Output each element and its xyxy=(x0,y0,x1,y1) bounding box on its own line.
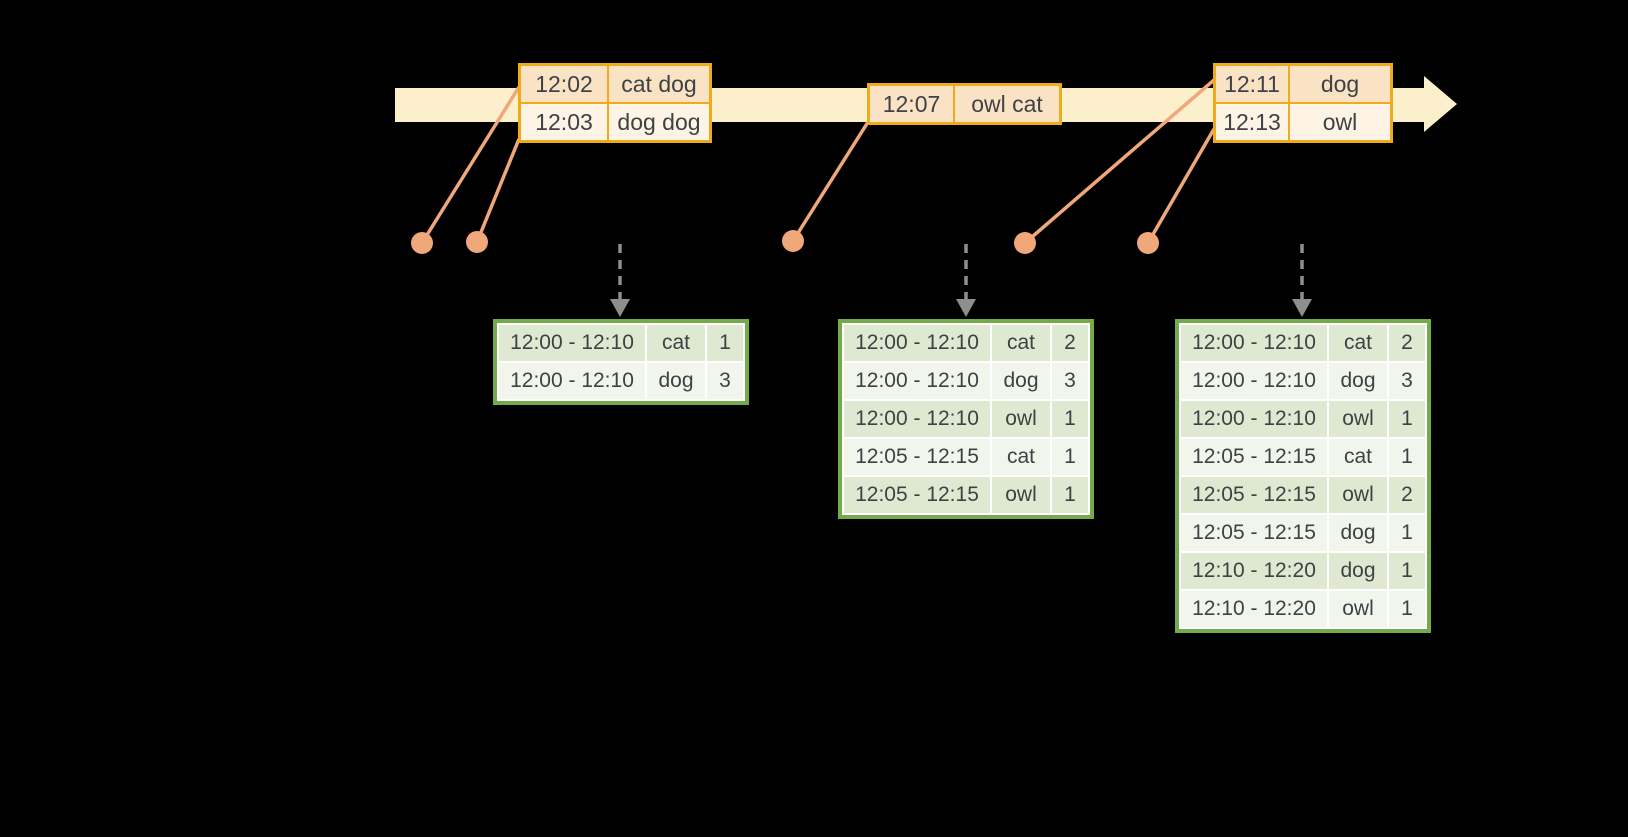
word-cell: dog xyxy=(1329,515,1387,551)
event-dot xyxy=(466,231,488,253)
event-table-batch-1: 12:02 cat dog 12:03 dog dog xyxy=(518,63,712,143)
result-table-1: 12:00 - 12:10 cat 1 12:00 - 12:10 dog 3 xyxy=(493,319,749,405)
window-cell: 12:10 - 12:20 xyxy=(1181,553,1327,589)
event-time-cell: 12:07 xyxy=(870,86,953,122)
event-dots xyxy=(411,230,1159,254)
trigger-arrowhead-icon xyxy=(1292,299,1312,317)
count-cell: 2 xyxy=(1052,325,1088,361)
window-cell: 12:05 - 12:15 xyxy=(1181,515,1327,551)
count-cell: 3 xyxy=(1052,363,1088,399)
event-table-batch-2: 12:07 owl cat xyxy=(867,83,1062,125)
count-cell: 2 xyxy=(1389,325,1425,361)
word-cell: cat xyxy=(992,439,1050,475)
event-connector-line xyxy=(1146,128,1216,244)
count-cell: 3 xyxy=(1389,363,1425,399)
event-time-cell: 12:11 xyxy=(1216,66,1288,102)
count-cell: 1 xyxy=(1389,515,1425,551)
window-cell: 12:05 - 12:15 xyxy=(1181,477,1327,513)
word-cell: owl xyxy=(1329,401,1387,437)
result-table-3: 12:00 - 12:10 cat 2 12:00 - 12:10 dog 3 … xyxy=(1175,319,1431,633)
count-cell: 1 xyxy=(1052,477,1088,513)
event-dot xyxy=(782,230,804,252)
event-connector-lines xyxy=(420,78,1216,245)
window-cell: 12:10 - 12:20 xyxy=(1181,591,1327,627)
count-cell: 1 xyxy=(1389,439,1425,475)
event-table-batch-3: 12:11 dog 12:13 owl xyxy=(1213,63,1393,143)
event-connector-line xyxy=(420,86,521,244)
window-cell: 12:05 - 12:15 xyxy=(844,477,990,513)
window-cell: 12:00 - 12:10 xyxy=(499,363,645,399)
event-dot xyxy=(411,232,433,254)
count-cell: 1 xyxy=(1389,401,1425,437)
event-words-cell: dog dog xyxy=(609,104,709,140)
count-cell: 1 xyxy=(1389,591,1425,627)
window-cell: 12:00 - 12:10 xyxy=(1181,363,1327,399)
event-time-cell: 12:03 xyxy=(521,104,607,140)
word-cell: owl xyxy=(1329,477,1387,513)
event-connector-line xyxy=(475,138,521,243)
trigger-arrowhead-icon xyxy=(610,299,630,317)
count-cell: 1 xyxy=(1389,553,1425,589)
word-cell: dog xyxy=(1329,363,1387,399)
window-cell: 12:00 - 12:10 xyxy=(844,325,990,361)
window-cell: 12:00 - 12:10 xyxy=(499,325,645,361)
window-cell: 12:05 - 12:15 xyxy=(844,439,990,475)
event-words-cell: cat dog xyxy=(609,66,709,102)
word-cell: owl xyxy=(992,401,1050,437)
event-dot xyxy=(1137,232,1159,254)
word-cell: dog xyxy=(1329,553,1387,589)
window-cell: 12:00 - 12:10 xyxy=(844,401,990,437)
event-connector-line xyxy=(1023,78,1216,245)
word-cell: dog xyxy=(992,363,1050,399)
window-cell: 12:00 - 12:10 xyxy=(844,363,990,399)
event-words-cell: dog xyxy=(1290,66,1390,102)
window-cell: 12:05 - 12:15 xyxy=(1181,439,1327,475)
count-cell: 1 xyxy=(707,325,743,361)
count-cell: 1 xyxy=(1052,401,1088,437)
trigger-arrowhead-icon xyxy=(956,299,976,317)
timeline-arrowhead-icon xyxy=(1424,76,1457,132)
event-connector-line xyxy=(791,121,870,242)
result-table-2: 12:00 - 12:10 cat 2 12:00 - 12:10 dog 3 … xyxy=(838,319,1094,519)
event-words-cell: owl xyxy=(1290,104,1390,140)
word-cell: cat xyxy=(992,325,1050,361)
window-cell: 12:00 - 12:10 xyxy=(1181,401,1327,437)
word-cell: owl xyxy=(1329,591,1387,627)
event-time-cell: 12:02 xyxy=(521,66,607,102)
count-cell: 2 xyxy=(1389,477,1425,513)
word-cell: cat xyxy=(1329,325,1387,361)
count-cell: 3 xyxy=(707,363,743,399)
word-cell: owl xyxy=(992,477,1050,513)
count-cell: 1 xyxy=(1052,439,1088,475)
word-cell: dog xyxy=(647,363,705,399)
event-words-cell: owl cat xyxy=(955,86,1059,122)
trigger-arrows xyxy=(610,244,1312,317)
event-dot xyxy=(1014,232,1036,254)
word-cell: cat xyxy=(647,325,705,361)
window-cell: 12:00 - 12:10 xyxy=(1181,325,1327,361)
word-cell: cat xyxy=(1329,439,1387,475)
event-time-cell: 12:13 xyxy=(1216,104,1288,140)
